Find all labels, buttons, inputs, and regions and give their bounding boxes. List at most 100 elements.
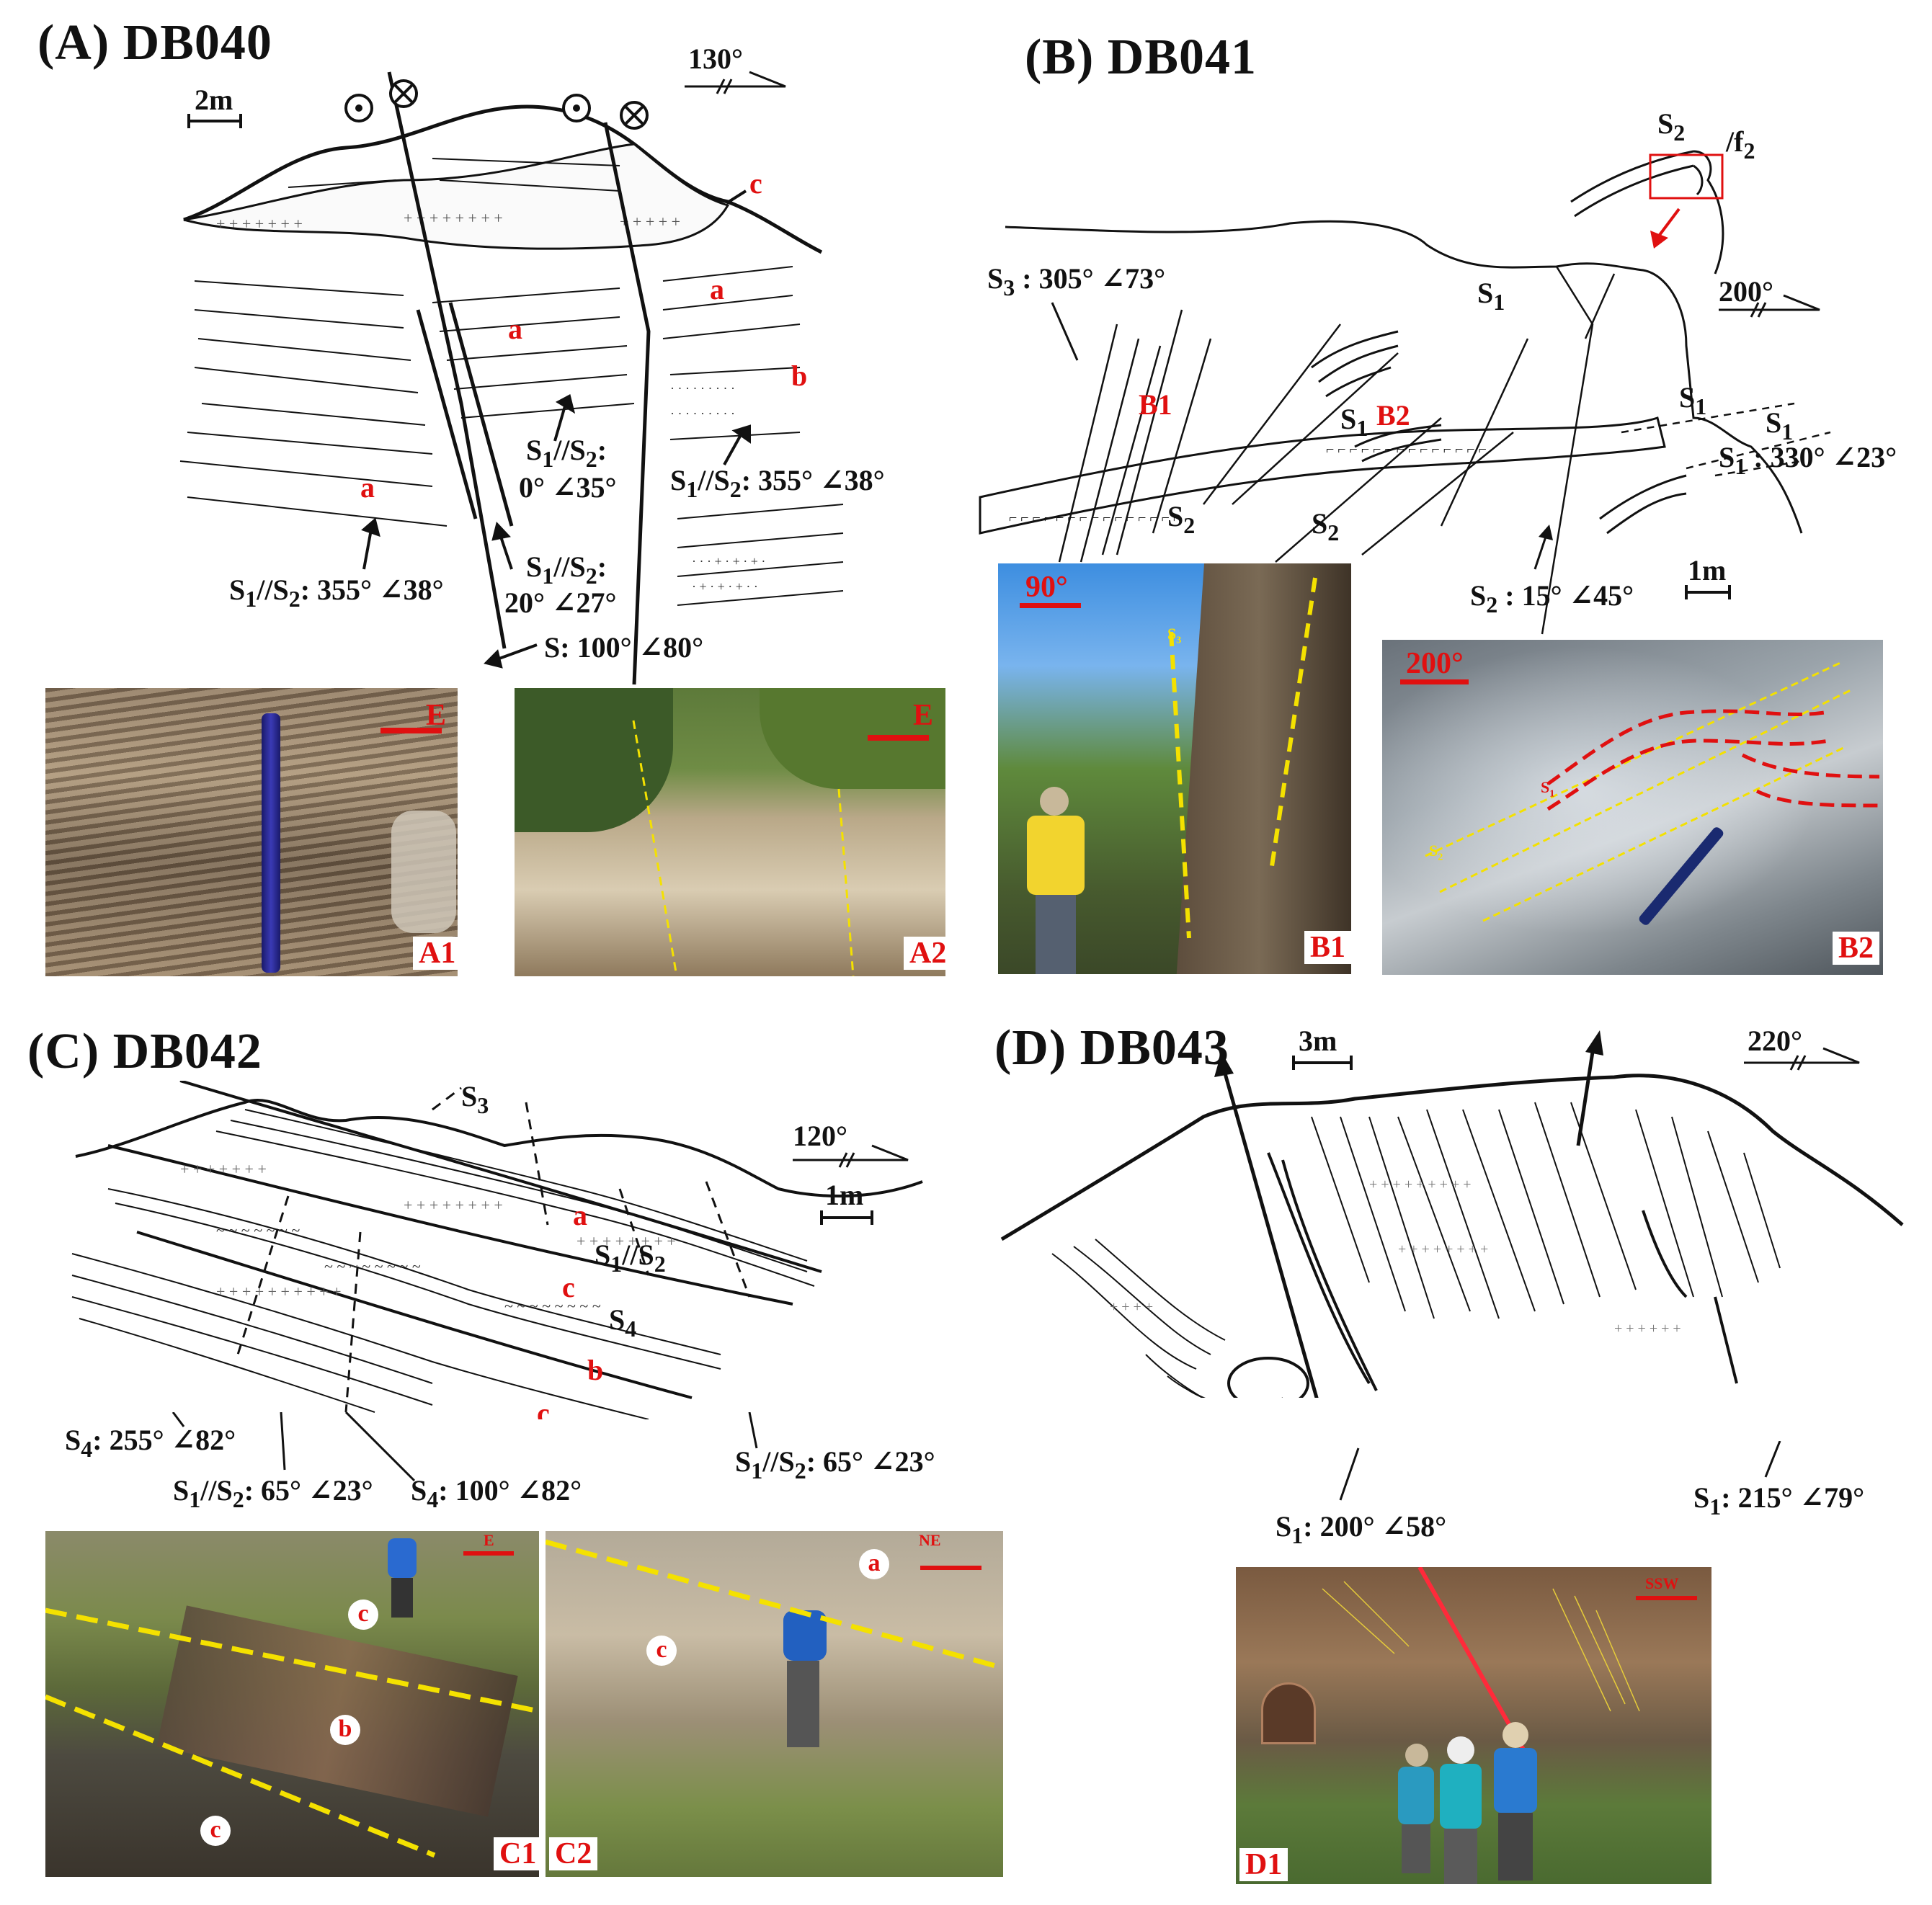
svg-text:~ ~ ~ ~ ~ ~ ~ ~: ~ ~ ~ ~ ~ ~ ~ ~ [324,1257,421,1275]
svg-text:· · · · · · · · ·: · · · · · · · · · [670,381,735,396]
measurement: S: 100° ∠80° [544,631,703,664]
photo-label: B2 [1833,932,1880,965]
foliation-label: S3 [461,1081,489,1118]
measurement: 0° ∠35° [519,471,617,504]
measurement: S1: 215° ∠79° [1693,1481,1864,1520]
direction-label: 90° [1025,571,1068,604]
unit-marker: c [348,1600,378,1630]
photo-location-b2: B2 [1376,399,1410,432]
person [769,1610,834,1754]
orientation-arrow [793,1144,909,1168]
unit-marker: c [646,1636,677,1666]
unit-a: a [360,471,375,504]
orientation-arrow [685,71,786,94]
panel-c-title: (C) DB042 [27,1024,262,1079]
unit-b: b [791,360,807,392]
person [384,1538,420,1618]
svg-text:+ + + + + + +: + + + + + + + [216,215,303,233]
pen [262,713,280,973]
direction-arrow-icon [1400,679,1469,684]
panel-d-title: (D) DB043 [994,1020,1229,1076]
person [1394,1744,1438,1873]
person [1020,787,1088,974]
foliation-label: S1 [1340,403,1368,441]
direction-arrow-icon [920,1566,981,1570]
unit-a: a [710,273,724,305]
svg-text:· · · · · · · · ·: · · · · · · · · · [670,406,735,421]
svg-text:+ + + + +: + + + + + [620,213,680,231]
unit-a: a [573,1199,587,1231]
svg-text:· · · + · + · + ·: · · · + · + · + · [692,554,765,568]
photo-label: D1 [1239,1848,1288,1881]
measurement: S3 : 305° ∠73° [987,262,1165,300]
inset-fold [1570,150,1724,275]
direction-arrow-icon [868,735,929,741]
measurement: S1//S2: 355° ∠38° [670,464,885,502]
scale-label: 1m [1688,554,1726,586]
unit-a: a [508,313,522,345]
foliation-label: S1 [1477,277,1505,315]
inset-box [1649,153,1724,200]
unit-c: c [749,167,762,200]
orientation-label: 130° [688,43,743,75]
svg-text:⌐ ⌐ ⌐ ⌐ ⌐ ⌐ ⌐ ⌐ ⌐ ⌐ ⌐ ⌐ ⌐ ⌐: ⌐ ⌐ ⌐ ⌐ ⌐ ⌐ ⌐ ⌐ ⌐ ⌐ ⌐ ⌐ ⌐ ⌐ [1326,442,1487,458]
foliation-label: S3 [1167,625,1182,646]
person [1488,1722,1542,1881]
photo-location-b1: B1 [1139,388,1172,421]
svg-text:+ + + +: + + + + [1110,1299,1153,1315]
svg-text:+ + + + + + + + + +: + + + + + + + + + + [216,1282,342,1301]
inset-label: /f2 [1725,125,1755,164]
panel-a-title: (A) DB040 [37,15,272,71]
scale-label: 3m [1299,1025,1337,1057]
svg-text:+ + + + + +: + + + + + + [1614,1321,1681,1337]
direction-label: E [913,699,934,732]
svg-text:· + · + · + · ·: · + · + · + · · [692,579,758,594]
svg-text:+ + + + + + + +: + + + + + + + + [577,1232,676,1250]
measurement: S4: 255° ∠82° [65,1424,236,1462]
direction-arrow-icon [1020,603,1081,608]
measurement: S4: 100° ∠82° [411,1474,582,1512]
svg-text:~ ~ ~ ~ ~ ~ ~ ~: ~ ~ ~ ~ ~ ~ ~ ~ [504,1297,601,1315]
unit-marker: b [330,1715,360,1745]
orientation-label: 120° [793,1120,847,1152]
direction-label: 200° [1406,647,1464,680]
panel-d-diagram: 3m 220° + + + + + + + + + + + + + + [1000,1025,1904,1398]
person [1434,1736,1488,1884]
panel-c-measurements: S4: 255° ∠82° S1//S2: 65° ∠23° S4: 100° … [65,1412,935,1512]
direction-label: NE [919,1531,941,1549]
scale-bar [187,114,242,128]
orientation-label: 200° [1719,275,1773,308]
orientation-arrow [1744,1047,1860,1071]
foliation-label: S4 [609,1303,636,1342]
unit-marker: a [859,1549,889,1579]
measurement: S1//S2: [526,550,607,589]
unit-c: c [562,1271,575,1303]
direction-label: E [426,699,447,732]
svg-text:+ + + + + + + +: + + + + + + + + [404,1196,503,1214]
svg-text:~ ~ ~ ~ ~ ~ ~: ~ ~ ~ ~ ~ ~ ~ [216,1221,300,1239]
scale-bar [1292,1056,1353,1070]
direction-arrow-icon [1636,1596,1697,1600]
panel-b-title: (B) DB041 [1025,30,1257,85]
measurement: S1: 200° ∠58° [1276,1510,1446,1548]
measurement: S1//S2: 65° ∠23° [173,1474,373,1512]
measurement: S1 : 330° ∠23° [1719,441,1897,479]
measurement: S2 : 15° ∠45° [1470,579,1634,617]
measurement: S1//S2: 355° ∠38° [229,574,444,612]
measurement: 20° ∠27° [504,586,617,619]
photo-label: A2 [904,937,945,970]
photo-label: B1 [1304,931,1351,964]
measurement: S1//S2: 65° ∠23° [735,1445,935,1484]
measurement: S1//S2: [526,434,607,472]
photo-a2: E A2 [515,688,945,976]
unit-b: b [587,1354,603,1386]
photo-c1: c b c E C1 [45,1531,539,1877]
direction-arrow-icon [463,1551,514,1556]
foliation-label: S1 [1766,406,1793,445]
photo-c2: a c NE C2 [546,1531,1003,1877]
photo-b1: S3 90° B1 [998,563,1351,974]
photo-d1: SSW D1 [1236,1567,1711,1884]
foliation-label: S1 [1679,381,1706,419]
direction-label: E [484,1531,494,1549]
inset-label: S2 [1657,107,1685,146]
